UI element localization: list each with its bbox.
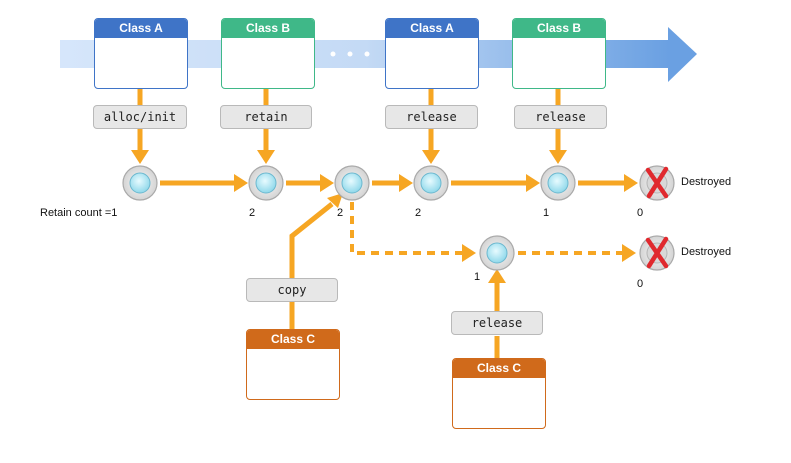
ellipsis-dots-icon xyxy=(330,51,370,57)
arrowhead-right-icon xyxy=(526,174,540,192)
class-c-object-1: Class C xyxy=(246,329,340,400)
class-a-object-1: Class A xyxy=(94,18,188,89)
arrowhead-right-icon xyxy=(624,174,638,192)
x-mark-icon xyxy=(645,166,669,199)
retain-count-value: 0 xyxy=(637,278,644,290)
retain-count-label: Retain count =1 xyxy=(40,207,118,219)
message-release: release xyxy=(514,105,607,129)
message-retain: retain xyxy=(220,105,312,129)
message-release: release xyxy=(385,105,478,129)
class-header: Class A xyxy=(386,19,478,38)
dashed-arrows xyxy=(350,202,622,255)
class-header: Class C xyxy=(247,330,339,349)
class-c-object-2: Class C xyxy=(452,358,546,429)
node-5 xyxy=(540,165,576,201)
class-header: Class B xyxy=(513,19,605,38)
node-2 xyxy=(248,165,284,201)
arrowhead-down-icon xyxy=(549,150,567,164)
arrowhead-right-icon xyxy=(462,244,476,262)
message-copy: copy xyxy=(246,278,338,302)
arrowhead-right-icon xyxy=(234,174,248,192)
node-4 xyxy=(413,165,449,201)
arrowhead-up-icon xyxy=(488,269,506,283)
object-nodes xyxy=(122,165,675,271)
edge-node3-node6-dashed xyxy=(350,202,462,255)
flow-arrows xyxy=(137,88,626,358)
arrowhead-right-icon xyxy=(320,174,334,192)
class-b-object-1: Class B xyxy=(221,18,315,89)
edge-copy-node3 xyxy=(289,202,334,330)
arrowhead-down-icon xyxy=(131,150,149,164)
x-mark-icon xyxy=(645,236,669,269)
arrow-heads xyxy=(131,150,638,283)
class-header: Class B xyxy=(222,19,314,38)
arrowhead-right-icon xyxy=(399,174,413,192)
arrowhead-down-icon xyxy=(257,150,275,164)
node-3 xyxy=(334,165,370,201)
class-header: Class A xyxy=(95,19,187,38)
message-alloc-init: alloc/init xyxy=(93,105,187,129)
retain-count-value: 2 xyxy=(249,207,256,219)
retain-count-value: 0 xyxy=(637,207,644,219)
class-a-object-2: Class A xyxy=(385,18,479,89)
destroyed-label: Destroyed xyxy=(681,246,732,258)
retain-count-value: 2 xyxy=(415,207,422,219)
class-b-object-2: Class B xyxy=(512,18,606,89)
retain-count-value: 1 xyxy=(543,207,550,219)
arrowhead-down-icon xyxy=(422,150,440,164)
retain-count-value: 2 xyxy=(337,207,344,219)
destroyed-label: Destroyed xyxy=(681,176,732,188)
destroyed-node-2 xyxy=(639,235,675,271)
retain-count-value: 1 xyxy=(474,271,481,283)
message-release: release xyxy=(451,311,543,335)
node-1 xyxy=(122,165,158,201)
arrowhead-diagonal-icon xyxy=(327,193,343,208)
destroyed-node-1 xyxy=(639,165,675,201)
arrowhead-right-icon xyxy=(622,244,636,262)
node-6 xyxy=(479,235,515,271)
class-header: Class C xyxy=(453,359,545,378)
